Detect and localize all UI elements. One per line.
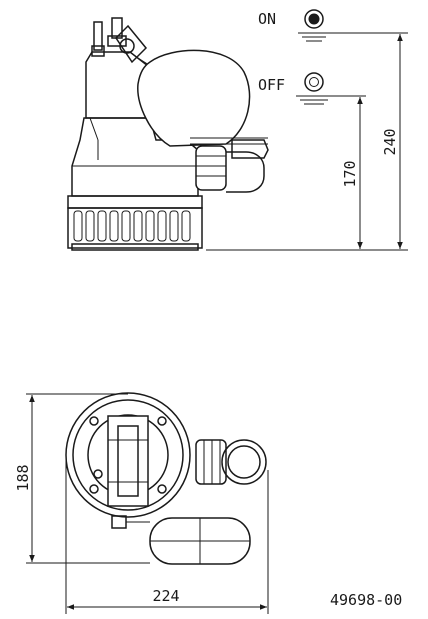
dim-170-label: 170 <box>341 160 359 187</box>
dimension-188: 188 <box>14 393 150 564</box>
float-ball <box>137 49 251 147</box>
cable-fitting <box>91 17 127 57</box>
dim-188-label: 188 <box>14 464 32 491</box>
handle-top <box>107 415 149 507</box>
off-label: OFF <box>258 76 285 94</box>
dim-240-label: 240 <box>381 128 399 155</box>
off-state-icon <box>304 72 324 92</box>
discharge-port-top <box>195 439 267 485</box>
dimension-224: 224 <box>65 460 269 614</box>
screws <box>89 416 167 494</box>
on-state-icon <box>304 9 324 29</box>
switch-off-indicator: OFF <box>258 72 366 105</box>
strainer-base <box>67 195 203 251</box>
switch-on-indicator: ON <box>258 9 408 42</box>
float-top <box>149 517 251 565</box>
dimension-240: 240 <box>381 34 403 249</box>
dim-224-label: 224 <box>152 587 179 605</box>
discharge-outlet <box>190 137 269 193</box>
dimension-170: 170 <box>341 97 363 249</box>
on-label: ON <box>258 10 276 28</box>
pump-top-view <box>65 392 267 565</box>
pump-side-view <box>67 17 269 251</box>
drawing-number: 49698-00 <box>330 591 402 609</box>
